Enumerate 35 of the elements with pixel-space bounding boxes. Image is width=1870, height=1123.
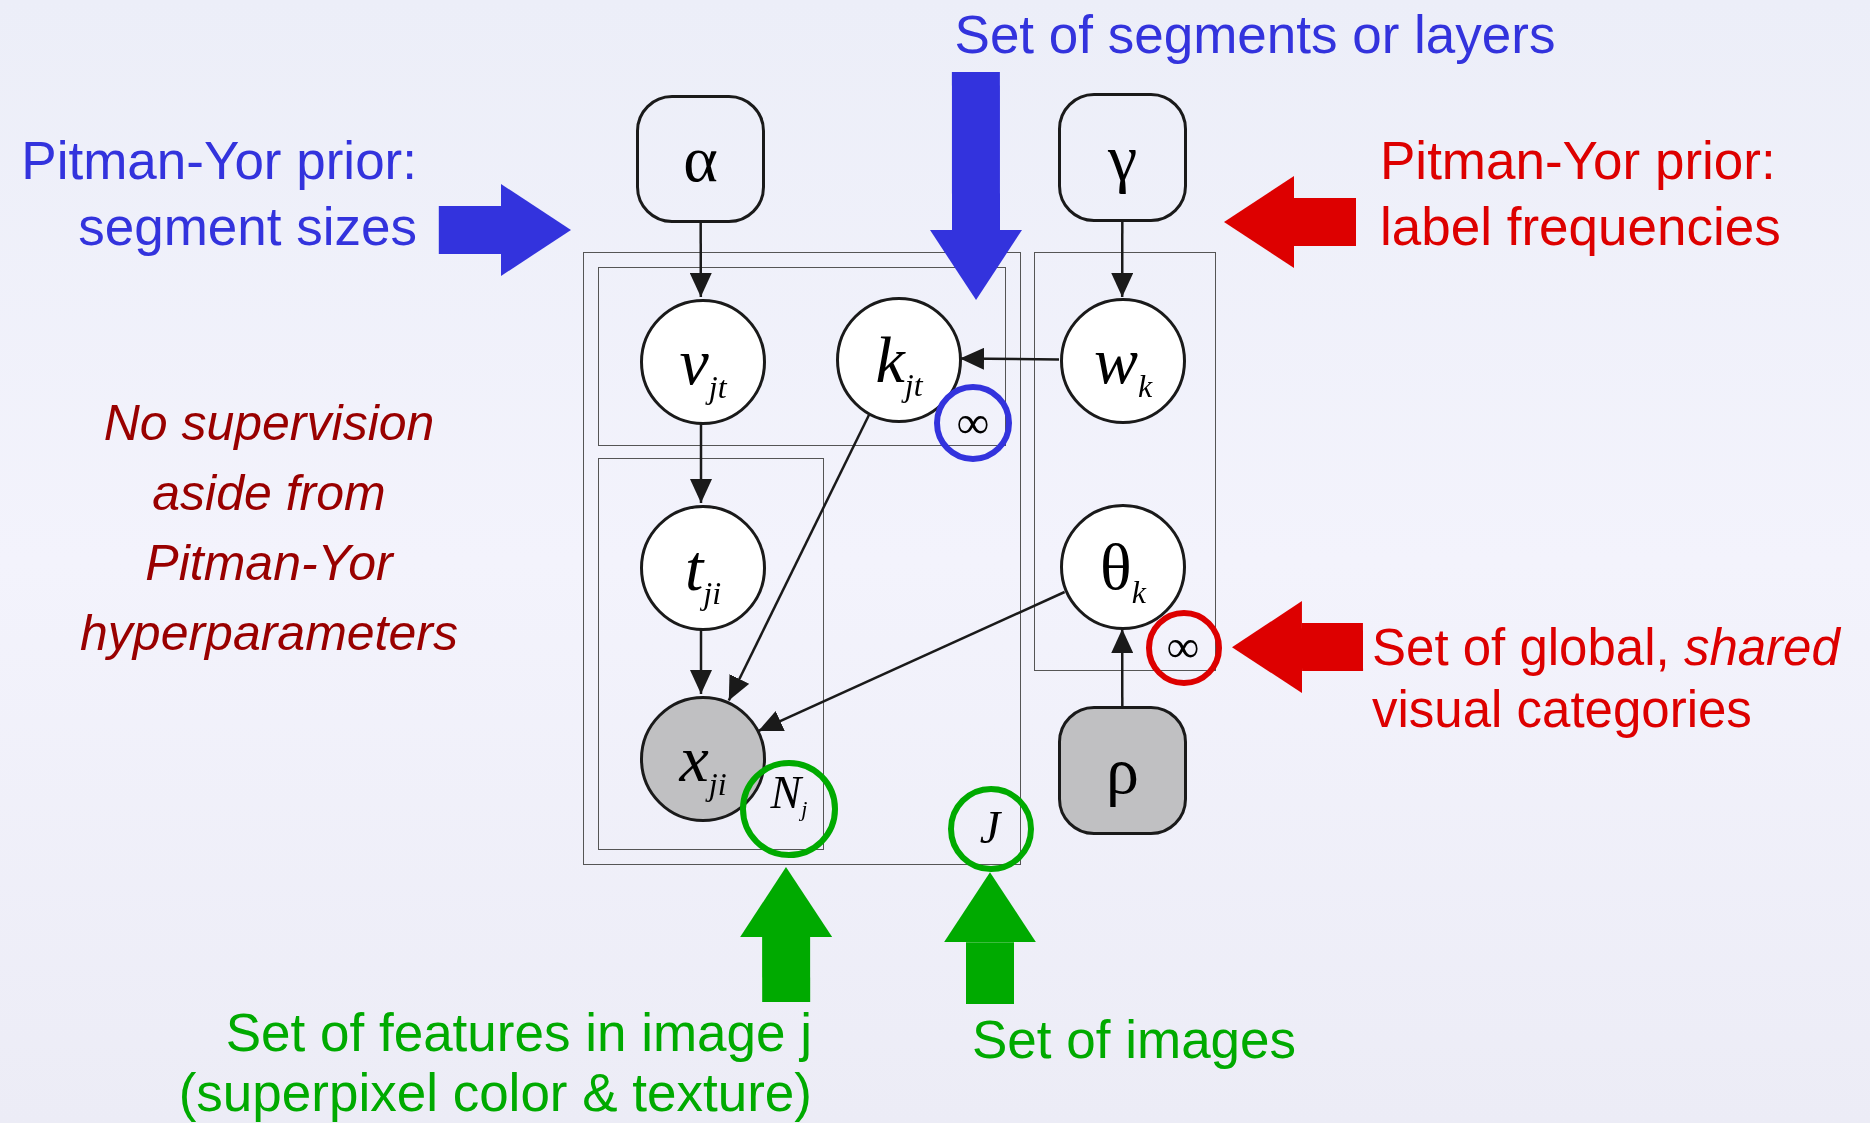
arrow xyxy=(1111,222,1134,297)
variable-node: x$_{ji}$ xyxy=(640,696,766,822)
variable-node: v$_{jt}$ xyxy=(640,299,766,425)
block-arrow xyxy=(930,72,1022,300)
plate-box xyxy=(1034,252,1216,671)
arrow xyxy=(1111,629,1134,706)
arrow xyxy=(690,629,712,694)
annotation-text: Pitman-Yor prior: segment sizes xyxy=(5,128,417,260)
hyperparameter-box: γ xyxy=(1058,93,1187,222)
variable-node: w$_{k}$ xyxy=(1060,298,1186,424)
plate-label: N$_{j}$ xyxy=(769,771,809,823)
annotation-text: Set of features in image j (superpixel color & texture) xyxy=(150,1003,812,1123)
block-arrow xyxy=(1224,176,1356,268)
block-arrow xyxy=(438,184,571,276)
hyperparameter-box: α xyxy=(636,95,765,223)
note-text: No supervision aside from Pitman-Yor hyperparameters xyxy=(79,394,459,663)
annotation-text: Set of global, shared visual categories xyxy=(1372,617,1870,741)
plate-box xyxy=(598,458,824,850)
arrow xyxy=(757,590,1066,733)
arrow xyxy=(960,347,1059,370)
annotation-text: Pitman-Yor prior: label frequencies xyxy=(1380,128,1860,260)
block-arrow xyxy=(1232,601,1363,694)
variable-node: t$_{ji}$ xyxy=(640,505,766,631)
plate-box xyxy=(583,252,1021,865)
arrow xyxy=(727,413,871,702)
annotation-text: Set of segments or layers xyxy=(940,2,1570,68)
block-arrow xyxy=(944,872,1036,1004)
arrow xyxy=(690,423,712,503)
plate-label: J xyxy=(978,806,1003,850)
arrow xyxy=(689,223,712,297)
variable-node: θ$_{k}$ xyxy=(1060,504,1186,630)
annotation-text: Set of images xyxy=(972,1007,1372,1073)
hyperparameter-box: ρ xyxy=(1058,706,1187,835)
block-arrow xyxy=(740,867,833,1002)
plate-box xyxy=(598,267,1006,446)
